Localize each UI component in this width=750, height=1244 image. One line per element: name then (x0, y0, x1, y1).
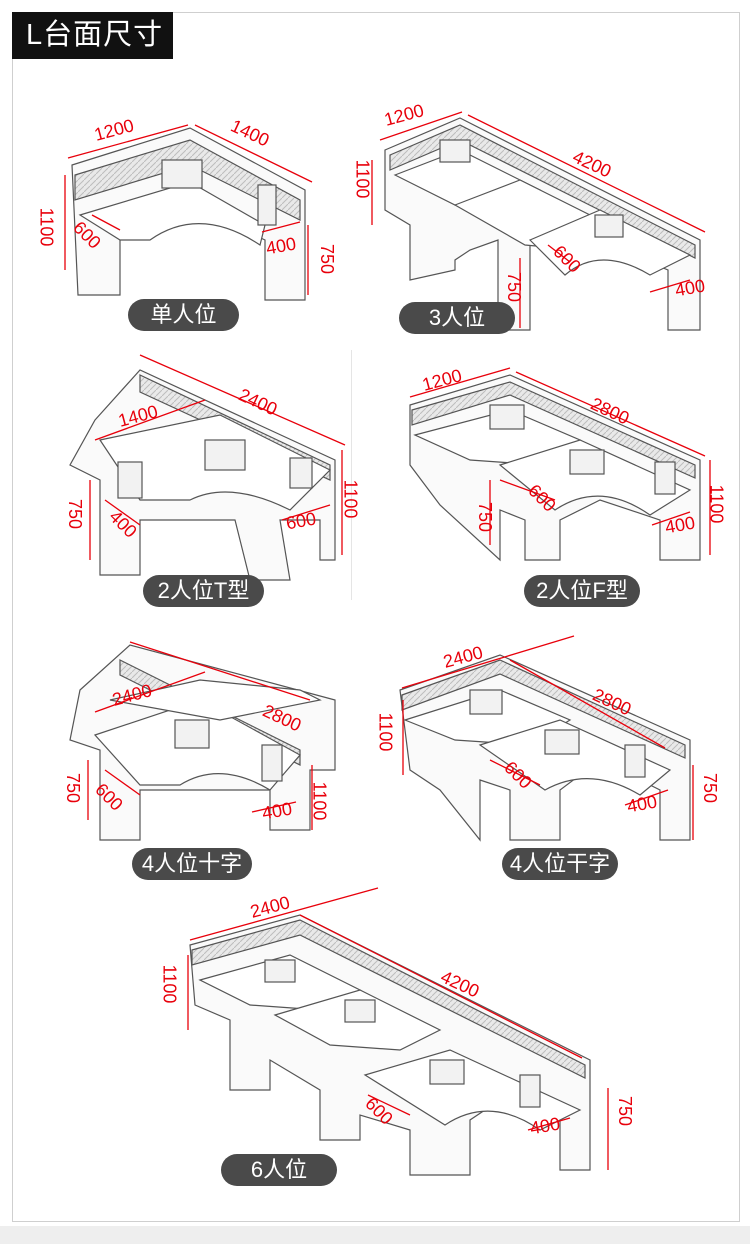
dim-label: 750 (65, 498, 86, 530)
drawing-six (189, 914, 591, 1176)
dim-label: 1100 (340, 479, 361, 519)
drawing-four-gan (399, 654, 691, 842)
drawing-single (71, 127, 306, 301)
bottom-band (0, 1226, 750, 1244)
dim-label: 1100 (375, 712, 396, 752)
dim-label: 1100 (706, 484, 727, 524)
dim-label: 750 (615, 1095, 636, 1127)
config-label-six: 6人位 (221, 1154, 337, 1186)
drawing-two-t (69, 369, 336, 581)
config-label-two-t: 2人位T型 (143, 575, 264, 607)
section-header: L台面尺寸 (12, 12, 173, 59)
dim-label: 750 (63, 772, 84, 804)
dim-label: 1100 (352, 159, 373, 199)
dim-label: 1100 (159, 964, 180, 1004)
dim-label: 1100 (36, 207, 57, 247)
config-label-three: 3人位 (399, 302, 515, 334)
dim-label: 400 (528, 1113, 562, 1139)
dim-label: 1100 (309, 781, 330, 821)
dim-label: 750 (700, 772, 721, 804)
config-label-four-cross: 4人位十字 (132, 848, 252, 880)
dim-label: 600 (284, 508, 318, 534)
dim-label: 750 (504, 271, 525, 303)
section-divider (351, 350, 352, 600)
config-label-single: 单人位 (128, 299, 239, 331)
dim-label: 750 (317, 243, 338, 275)
dimension-lines (64, 111, 711, 1170)
dim-label: 400 (673, 275, 707, 301)
config-label-four-gan: 4人位干字 (502, 848, 618, 880)
drawing-two-f (409, 374, 701, 562)
config-label-two-f: 2人位F型 (524, 575, 640, 607)
drawing-three (384, 117, 701, 331)
dim-label: 400 (260, 798, 294, 824)
dim-label: 400 (663, 512, 697, 538)
dim-label: 400 (625, 791, 659, 817)
dim-label: 400 (264, 233, 298, 259)
dim-label: 750 (475, 501, 496, 533)
